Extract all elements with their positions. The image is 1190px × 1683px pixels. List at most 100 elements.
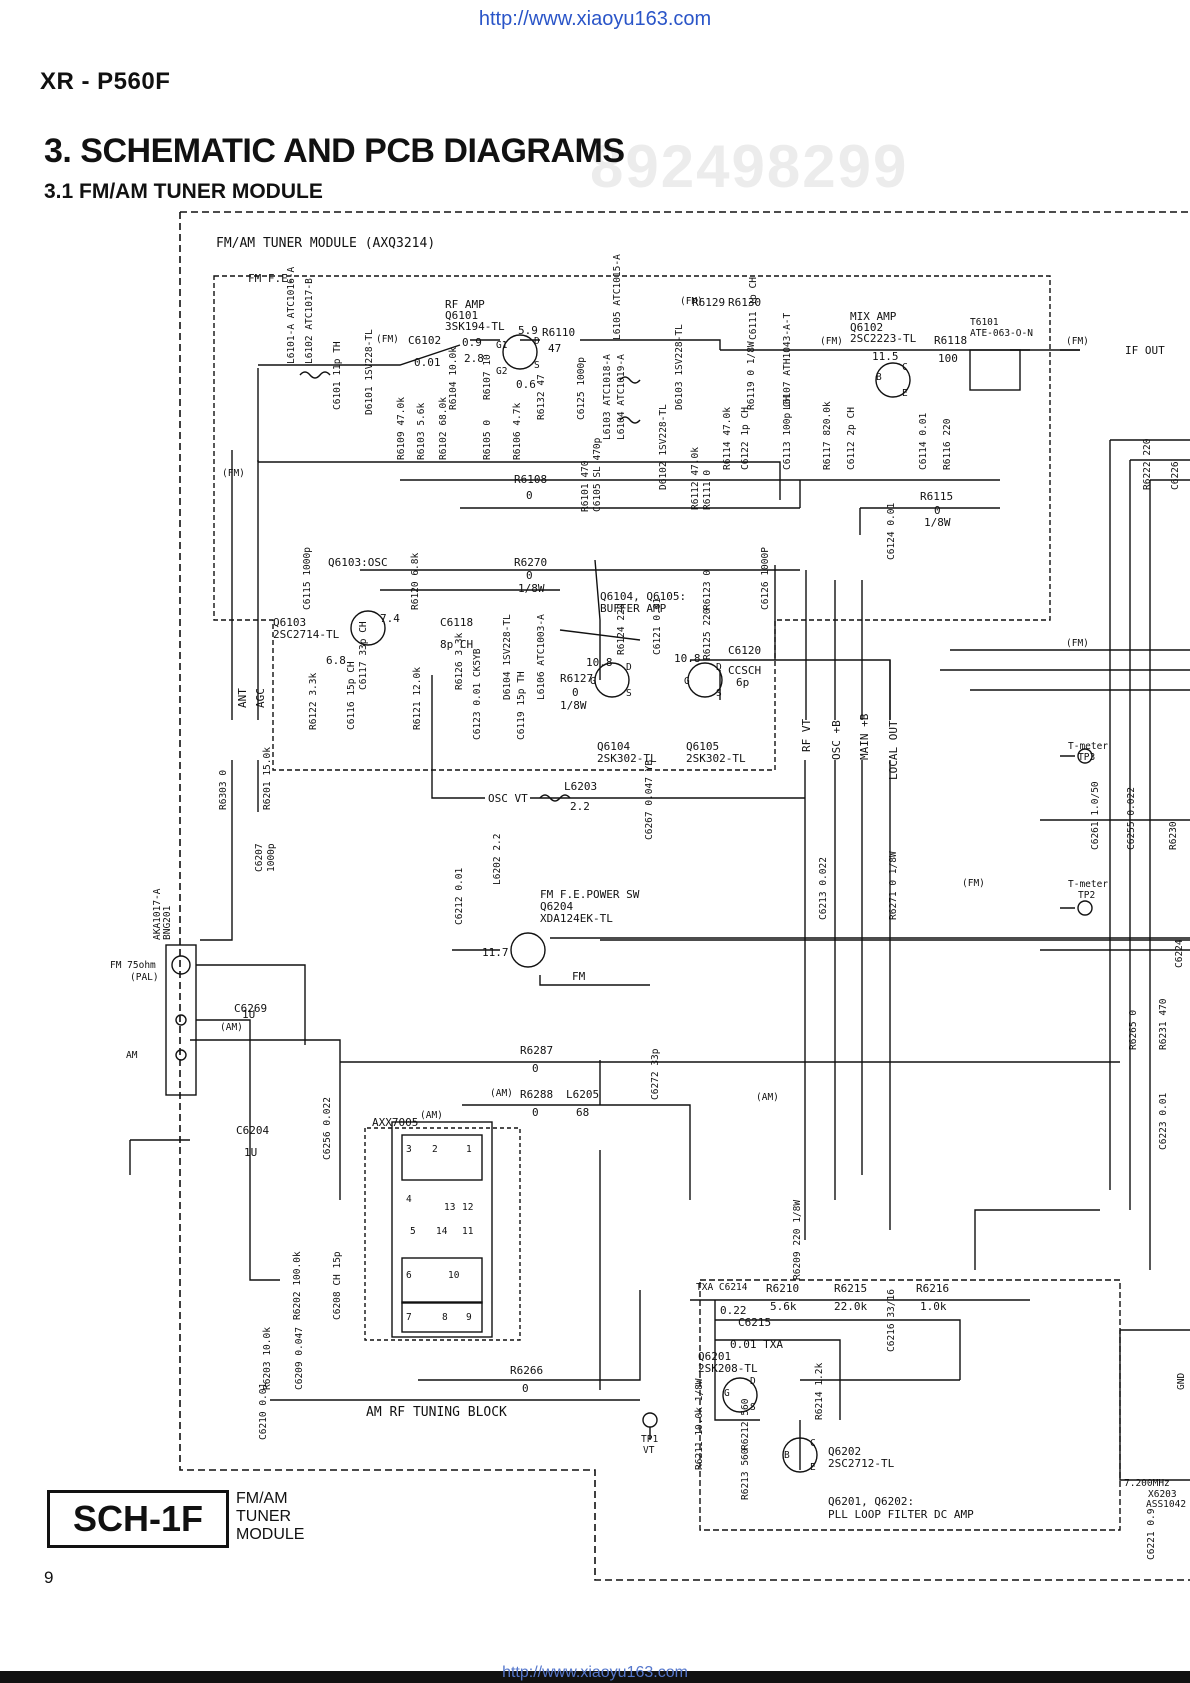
gnd-label: GND <box>1176 1373 1187 1390</box>
r6214-label: R6214 1.2k <box>814 1363 825 1420</box>
r6215-ref: R6215 <box>834 1282 867 1295</box>
tp1-label: TP1 <box>641 1434 658 1445</box>
voltage-label: 7.4 <box>380 612 400 625</box>
caption-line: FM/AM <box>236 1490 288 1507</box>
c6223-label: C6223 0.01 <box>1158 1093 1169 1150</box>
c6118-value: 8p CH <box>440 638 473 651</box>
connector-part: AKA1017-A <box>152 888 163 940</box>
t6101-ref: T6101 <box>970 317 999 328</box>
pin-label: D <box>534 336 540 347</box>
r6201-label: R6201 15.0k <box>262 747 273 810</box>
block-ic-label: AXX7005 <box>372 1116 418 1129</box>
pin-label: G2 <box>496 366 507 377</box>
pin-label: 12 <box>462 1202 473 1213</box>
voltage-label: 11.7 <box>482 946 509 959</box>
r6105-label: R6105 0 <box>482 420 493 460</box>
c6120-ref: C6120 <box>728 644 761 657</box>
l6205-value: 68 <box>576 1106 589 1119</box>
am-rf-tuning-label: AM RF TUNING BLOCK <box>366 1405 507 1420</box>
crystal-freq: 7.200MHz <box>1124 1478 1170 1489</box>
fm-power-sw-ref: Q6204 <box>540 900 573 913</box>
pin-label: 4 <box>406 1194 412 1205</box>
r6102-label: R6102 68.0k <box>438 397 449 460</box>
module-boundary <box>179 211 1190 1581</box>
c6212-label: C6212 0.01 <box>454 868 465 925</box>
r6101-label: R6101 470 <box>580 460 591 512</box>
caption-line: MODULE <box>236 1526 305 1543</box>
l6102-label: L6102 ATC1017-B <box>304 278 315 364</box>
am-label: AM <box>126 1050 138 1061</box>
r6288-ref: R6288 <box>520 1088 553 1101</box>
q6105-part: 2SK302-TL <box>686 752 746 765</box>
r6115-ref: R6115 <box>920 490 953 503</box>
r6270-value: 0 <box>526 569 533 582</box>
r6270-ref: R6270 <box>514 556 547 569</box>
pin-label: G <box>590 676 596 687</box>
r6230-label: R6230 <box>1168 821 1179 850</box>
c6214-value: 0.22 <box>720 1304 747 1317</box>
r6130-ref: R6130 <box>728 296 761 309</box>
fm-input-label: FM 75ohm <box>110 960 156 971</box>
c6210-label: C6210 0.01 <box>258 1383 269 1440</box>
l6106-label: L6106 ATC1003-A <box>536 614 547 700</box>
pll-filter-refs: Q6201, Q6202: <box>828 1495 914 1508</box>
osc-part: 2SC2714-TL <box>273 628 340 641</box>
page-number: 9 <box>44 1568 54 1587</box>
subsection-title: 3.1 FM/AM TUNER MODULE <box>44 180 323 203</box>
voltage-label: 5.9 <box>518 324 538 337</box>
fm-tag: (FM) <box>376 334 399 345</box>
r6287-value: 0 <box>532 1062 539 1075</box>
r6266-ref: R6266 <box>510 1364 543 1377</box>
mix-amp-label: MIX AMP <box>850 310 897 323</box>
q6104-part: 2SK302-TL <box>597 752 657 765</box>
r6270-power: 1/8W <box>518 582 545 595</box>
fm-fe-label: FM F.E. <box>248 272 294 285</box>
r6108-value: 0 <box>526 489 533 502</box>
voltage-label: 6.8 <box>326 654 346 667</box>
fm-tag: (FM) <box>1066 336 1089 347</box>
pin-label: B <box>876 372 882 383</box>
tp3-label: TP3 <box>1078 752 1095 763</box>
r6265-label: R6265 0 <box>1128 1010 1139 1050</box>
r6203-label: R6203 10.0k <box>262 1327 273 1390</box>
r6106-label: R6106 4.7k <box>512 403 523 460</box>
c6122-label: C6122 1p CH <box>740 407 751 470</box>
tp2-meter: T-meter <box>1068 879 1108 890</box>
r6108-ref: R6108 <box>514 473 547 486</box>
fm-tag: (FM) <box>680 296 703 307</box>
r6125-label: R6125 220 <box>702 608 713 660</box>
r6216-value: 1.0k <box>920 1300 947 1313</box>
rf-amp-label: RF AMP <box>445 298 485 311</box>
r6115-value: 0 <box>934 504 941 517</box>
pin-label: 2 <box>432 1144 438 1155</box>
osc-vt-label: OSC VT <box>488 792 528 805</box>
r6303-label: R6303 0 <box>218 770 229 810</box>
pin-label: E <box>902 388 908 399</box>
pin-label: 5 <box>410 1226 416 1237</box>
q6202-part: 2SC2712-TL <box>828 1457 895 1470</box>
pin-label: G1 <box>496 340 508 351</box>
c6224-label: C6224 <box>1174 939 1185 968</box>
osc-ref: Q6103 <box>273 616 306 629</box>
c6214-ref: TXA C6214 <box>696 1282 748 1293</box>
pin-label: 10 <box>448 1270 460 1281</box>
am-tag: (AM) <box>490 1088 513 1099</box>
pin-label: D <box>626 662 632 673</box>
d6101-label: D6101 1SV228-TL <box>364 329 375 415</box>
r6123-label: R6123 0 <box>702 570 713 610</box>
fm-fe-boundary <box>213 275 1051 771</box>
c6256-label: C6256 0.022 <box>322 1097 333 1160</box>
l6103-label: L6103 ATC1018-A <box>602 354 613 440</box>
c6112-label: C6112 2p CH <box>846 407 857 470</box>
q6201-part: 2SK208-TL <box>698 1362 758 1375</box>
l6104-label: L6104 ATC1019-A <box>616 354 627 440</box>
r6112-label: R6112 47.0k <box>690 447 701 510</box>
r6266-value: 0 <box>522 1382 529 1395</box>
c6207-value: 1000p <box>266 843 277 872</box>
c6111-label: C6111 1p CH <box>748 277 759 340</box>
c6115-label: C6115 1000p <box>302 547 313 610</box>
pin-label: 14 <box>436 1226 448 1237</box>
pin-label: C <box>810 1438 816 1449</box>
r6127-power: 1/8W <box>560 699 587 712</box>
mix-amp-ref: Q6102 <box>850 321 883 334</box>
